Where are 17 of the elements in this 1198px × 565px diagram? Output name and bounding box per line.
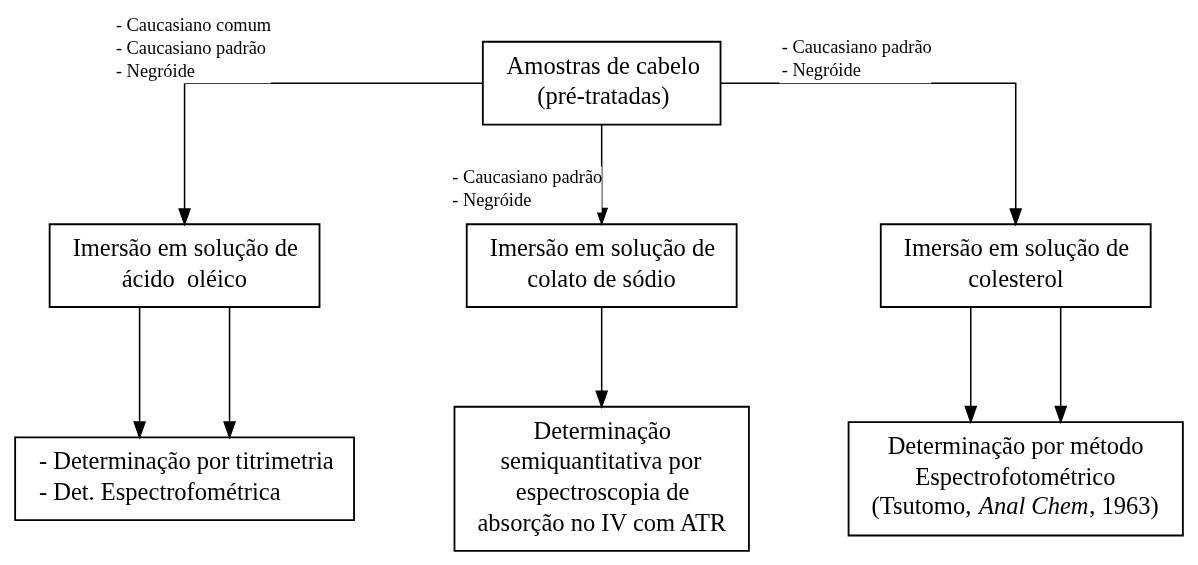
arrow	[223, 306, 236, 440]
node-box: Imersão em solução de colato de sódio	[465, 223, 738, 308]
edge-label: - Caucasiano padrão - Negróide	[781, 37, 932, 81]
node-box: Imersão em solução de colesterol	[879, 223, 1152, 308]
arrow	[720, 82, 1023, 227]
arrow	[595, 306, 609, 409]
node-box: - Determinação por titrimetria - Det. Espectrofométrica	[14, 436, 355, 522]
arrow	[133, 306, 147, 440]
node-box: Amostras de cabelo (pré-tratadas)	[481, 40, 722, 126]
node-box: Imersão em solução de ácido oléico	[48, 223, 321, 308]
node-box: Determinação por método Espectrofotométrico (Tsutomo, Anal Chem, 1963)	[847, 421, 1184, 537]
arrow	[1054, 306, 1068, 425]
arrow	[964, 306, 978, 425]
node-box: Determinação semiquantitativa por espectroscopia de absorção no IV com ATR	[453, 405, 750, 552]
edge-label: - Caucasiano padrão - Negróide	[452, 166, 603, 210]
arrow	[178, 82, 484, 227]
edge-label: - Caucasiano comum - Caucasiano padrão - Negróide	[115, 15, 272, 82]
